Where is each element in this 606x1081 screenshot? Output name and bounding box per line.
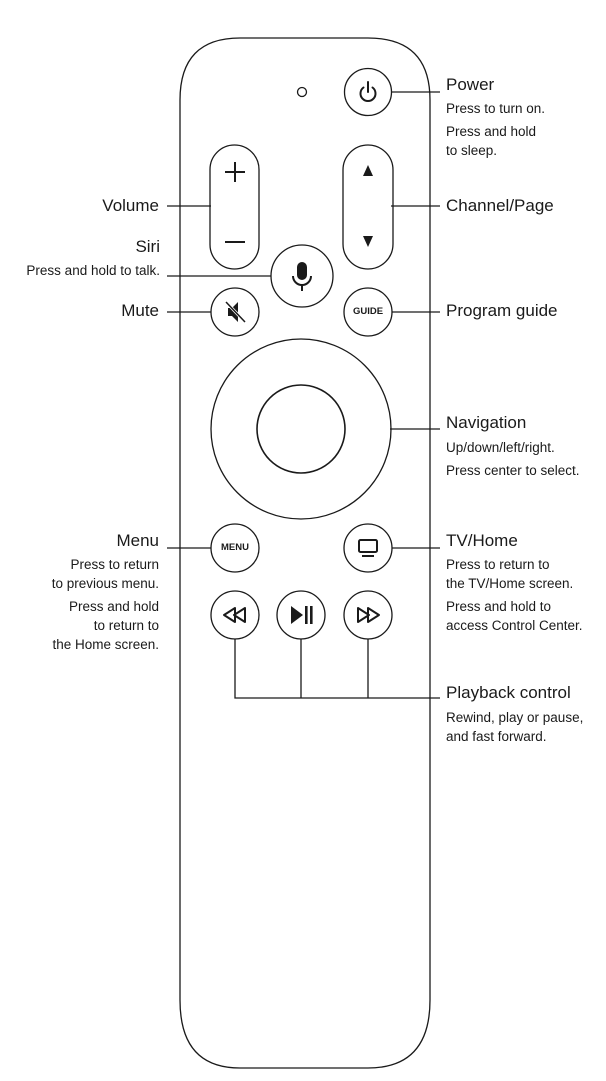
power-desc-1: Press to turn on. [446, 101, 546, 116]
menu-button-text: MENU [221, 542, 249, 553]
fast-forward-icon [357, 607, 380, 623]
tv-icon [358, 539, 378, 557]
play-pause-icon [291, 606, 313, 624]
menu-title: Menu [116, 531, 159, 550]
menu-button[interactable] [210, 523, 260, 573]
playback-title: Playback control [446, 683, 571, 702]
channel-rocker[interactable] [342, 144, 394, 270]
guide-button[interactable] [343, 287, 393, 337]
navigation-title: Navigation [446, 413, 527, 432]
guide-button-text: GUIDE [352, 306, 384, 317]
rewind-button[interactable] [210, 590, 260, 640]
playback-desc-1: Rewind, play or pause, [446, 710, 584, 725]
playback-desc-2: and fast forward. [446, 729, 547, 744]
menu-desc-5: the Home screen. [52, 637, 159, 652]
menu-callout: Menu Press to return to previous menu. P… [52, 531, 159, 654]
remote-body [179, 37, 431, 1069]
power-icon [359, 81, 377, 102]
playback-callout: Playback control Rewind, play or pause, … [446, 683, 583, 746]
navigation-desc-1: Up/down/left/right. [446, 440, 555, 455]
navigation-desc-2: Press center to select. [446, 463, 580, 478]
channel-title: Channel/Page [446, 196, 554, 215]
microphone-icon [292, 262, 312, 291]
siri-title: Siri [135, 237, 160, 256]
tvhome-desc-4: access Control Center. [446, 618, 583, 633]
fast-forward-button[interactable] [343, 590, 393, 640]
tvhome-title: TV/Home [446, 531, 518, 550]
tv-home-button[interactable] [343, 523, 393, 573]
power-button[interactable] [343, 67, 393, 117]
mute-button[interactable] [210, 287, 260, 337]
siri-callout: Siri Press and hold to talk. [26, 237, 160, 280]
power-title: Power [446, 75, 495, 94]
down-arrow-icon [363, 236, 373, 247]
tvhome-desc-2: the TV/Home screen. [446, 576, 574, 591]
select-button[interactable] [256, 384, 346, 474]
siri-button[interactable] [270, 244, 334, 308]
power-desc-3: to sleep. [446, 143, 498, 158]
tvhome-callout: TV/Home Press to return to the TV/Home s… [446, 531, 583, 635]
menu-desc-1: Press to return [70, 557, 159, 572]
up-arrow-icon [363, 165, 373, 176]
menu-desc-3: Press and hold [68, 599, 159, 614]
navigation-ring[interactable] [210, 338, 392, 520]
status-light [296, 86, 308, 98]
tvhome-desc-1: Press to return to [446, 557, 550, 572]
guide-title: Program guide [446, 301, 558, 320]
menu-desc-2: to previous menu. [51, 576, 159, 591]
siri-desc-1: Press and hold to talk. [26, 263, 160, 278]
play-pause-button[interactable] [276, 590, 326, 640]
navigation-callout: Navigation Up/down/left/right. Press cen… [446, 413, 580, 480]
mute-title: Mute [121, 301, 159, 320]
power-desc-2: Press and hold [446, 124, 537, 139]
volume-title: Volume [102, 196, 159, 215]
volume-rocker[interactable] [209, 144, 260, 270]
plus-icon [225, 162, 245, 182]
power-callout: Power Press to turn on. Press and hold t… [446, 75, 545, 160]
mute-icon [224, 300, 247, 324]
rewind-icon [223, 607, 246, 623]
tvhome-desc-3: Press and hold to [446, 599, 552, 614]
menu-desc-4: to return to [93, 618, 159, 633]
